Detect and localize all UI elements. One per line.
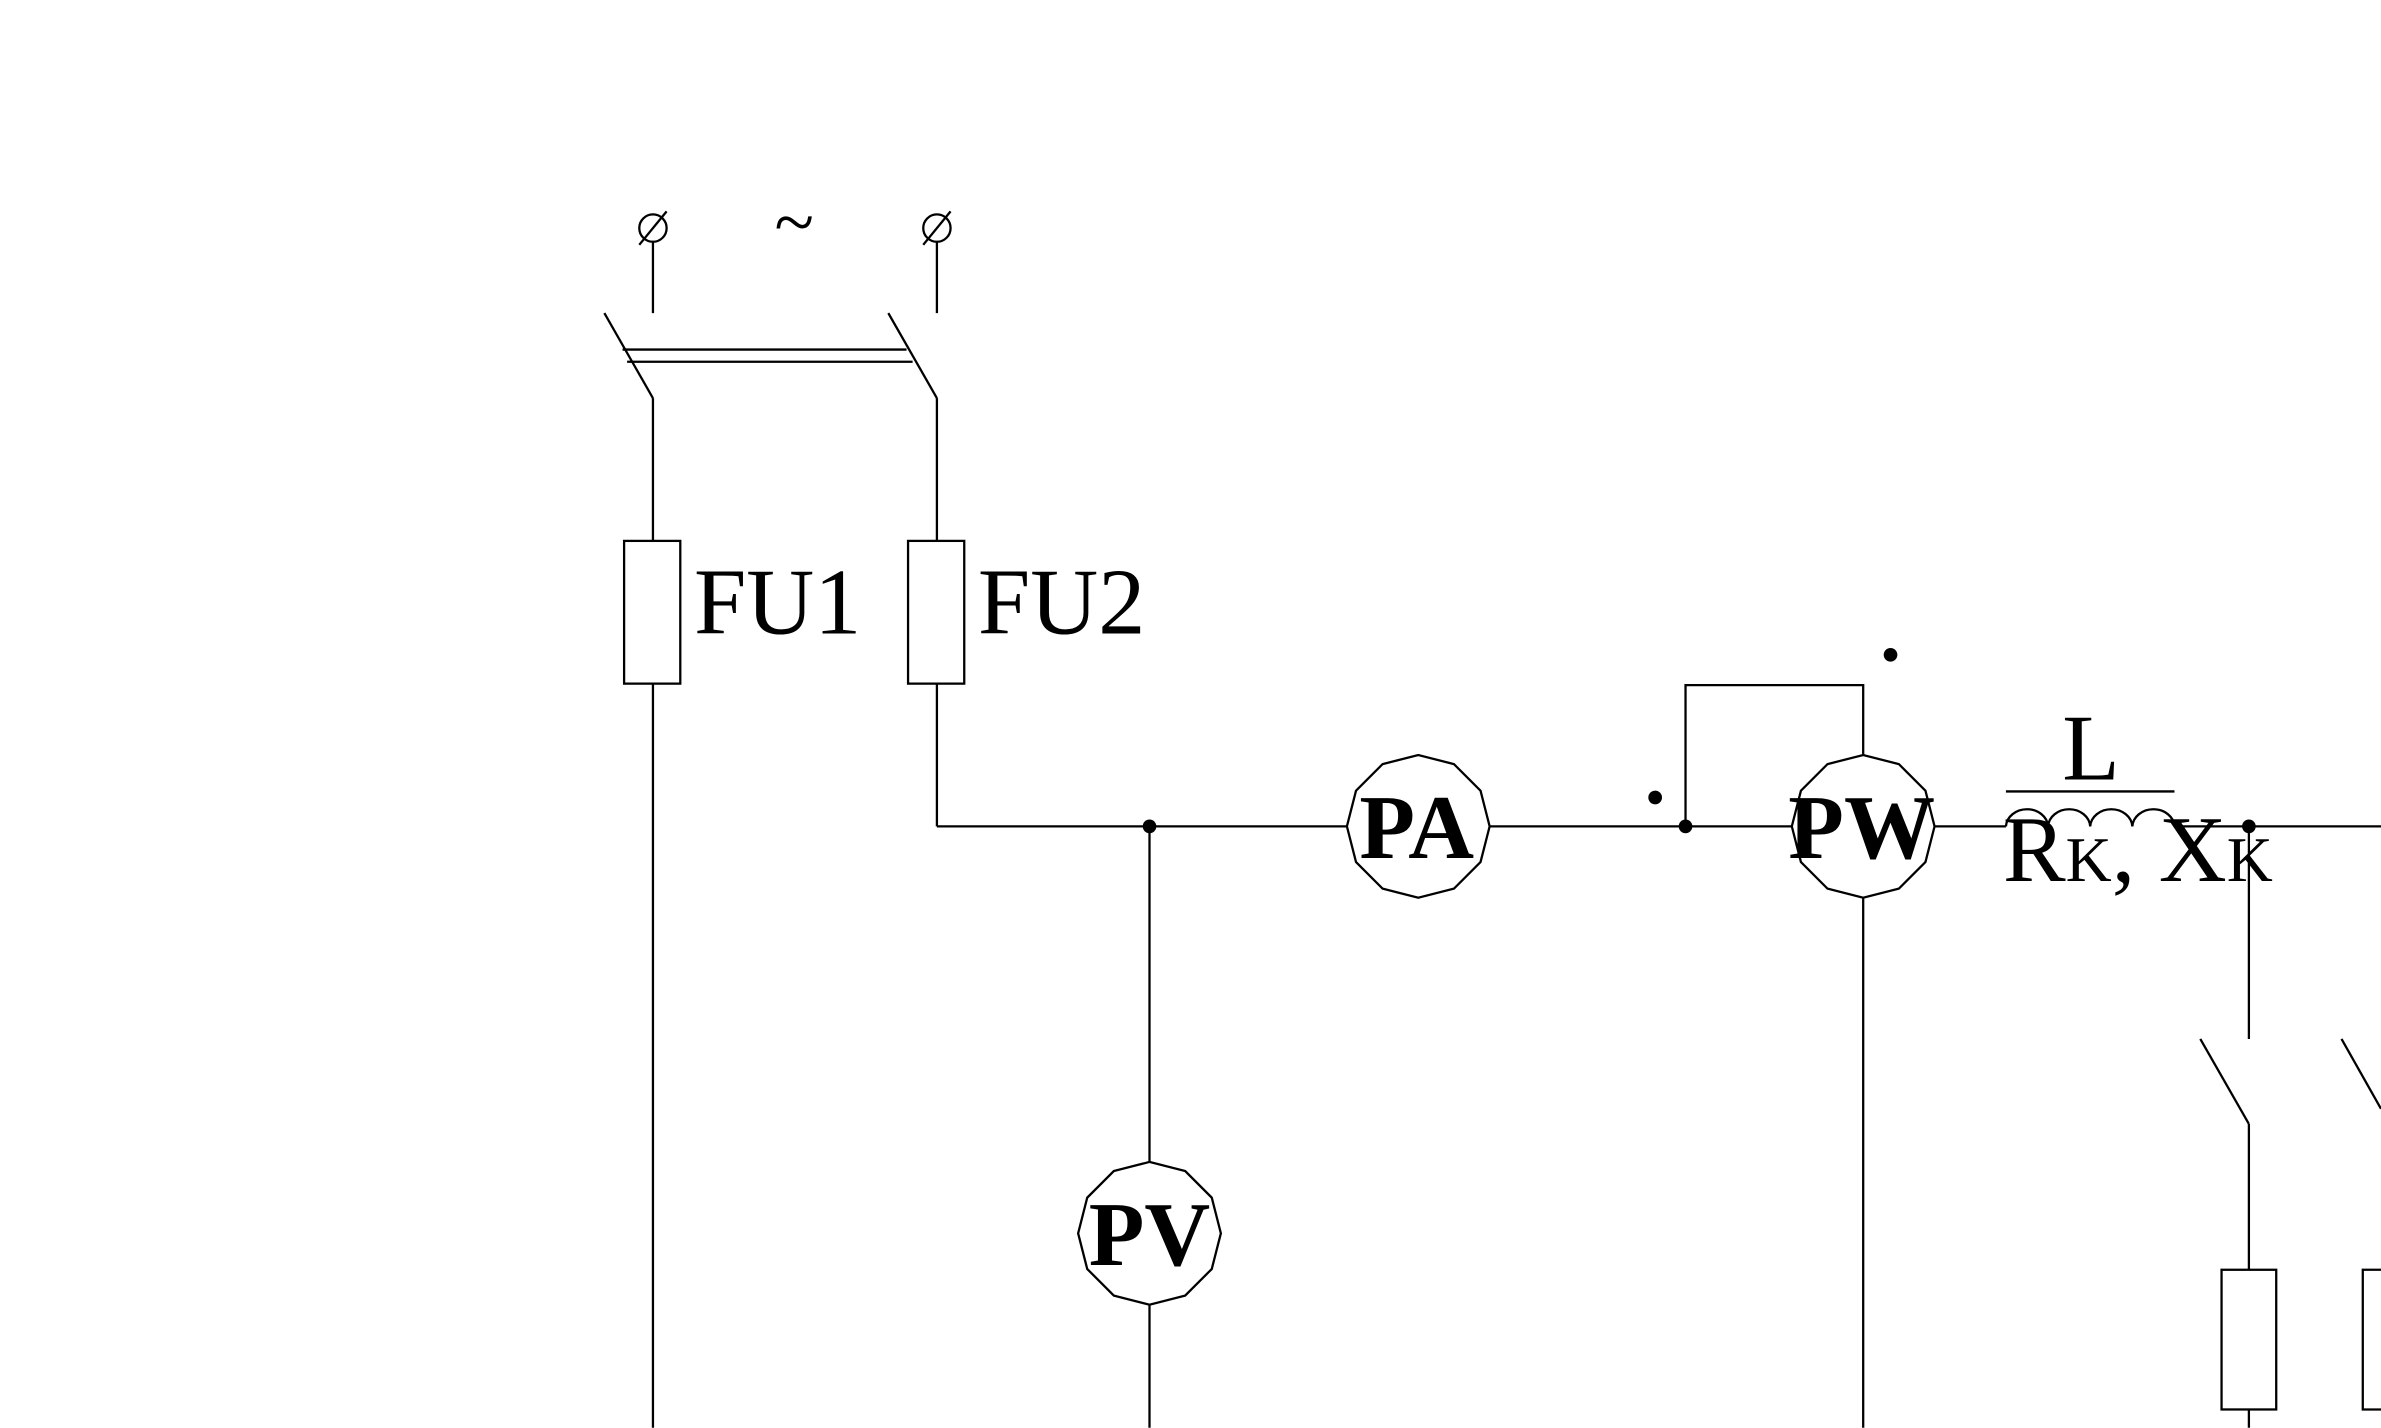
load-resistor-1 [2220,1268,2278,1411]
inductor-coil [2004,808,2176,827]
ammeter-label: PA [1359,777,1474,878]
source-terminal-right [922,210,952,314]
resistance-subscript: K [2066,824,2112,895]
fuse-fu2 [906,539,966,685]
wire-wattmeter-voltage-coil [1684,684,1865,827]
wattmeter-pw [1790,753,1936,899]
ac-source-symbol: ~ [774,181,813,262]
fuse-fu1 [622,539,682,685]
load-resistor-2 [2361,1268,2381,1411]
reactance-symbol: X [2159,798,2227,902]
fuse-fu1-label: FU1 [694,551,861,655]
ammeter-pa [1345,753,1491,899]
fuse-fu2-label: FU2 [978,551,1145,655]
source-terminal-left [638,210,668,314]
main-switch [603,312,938,399]
wattmeter-current-marker [1648,790,1662,805]
inductor-label: L [2062,696,2120,800]
load-switch-1 [2199,1038,2250,1125]
voltmeter-label: PV [1089,1184,1210,1285]
inductor-params-label: RK, XK [2003,798,2273,902]
resistance-symbol: R [2003,798,2066,902]
load-switch-2 [2340,1038,2381,1110]
params-separator: , [2112,798,2159,902]
wattmeter-label: PW [1788,777,1935,878]
wattmeter-voltage-marker [1883,647,1898,662]
voltmeter-pv [1076,1160,1223,1306]
